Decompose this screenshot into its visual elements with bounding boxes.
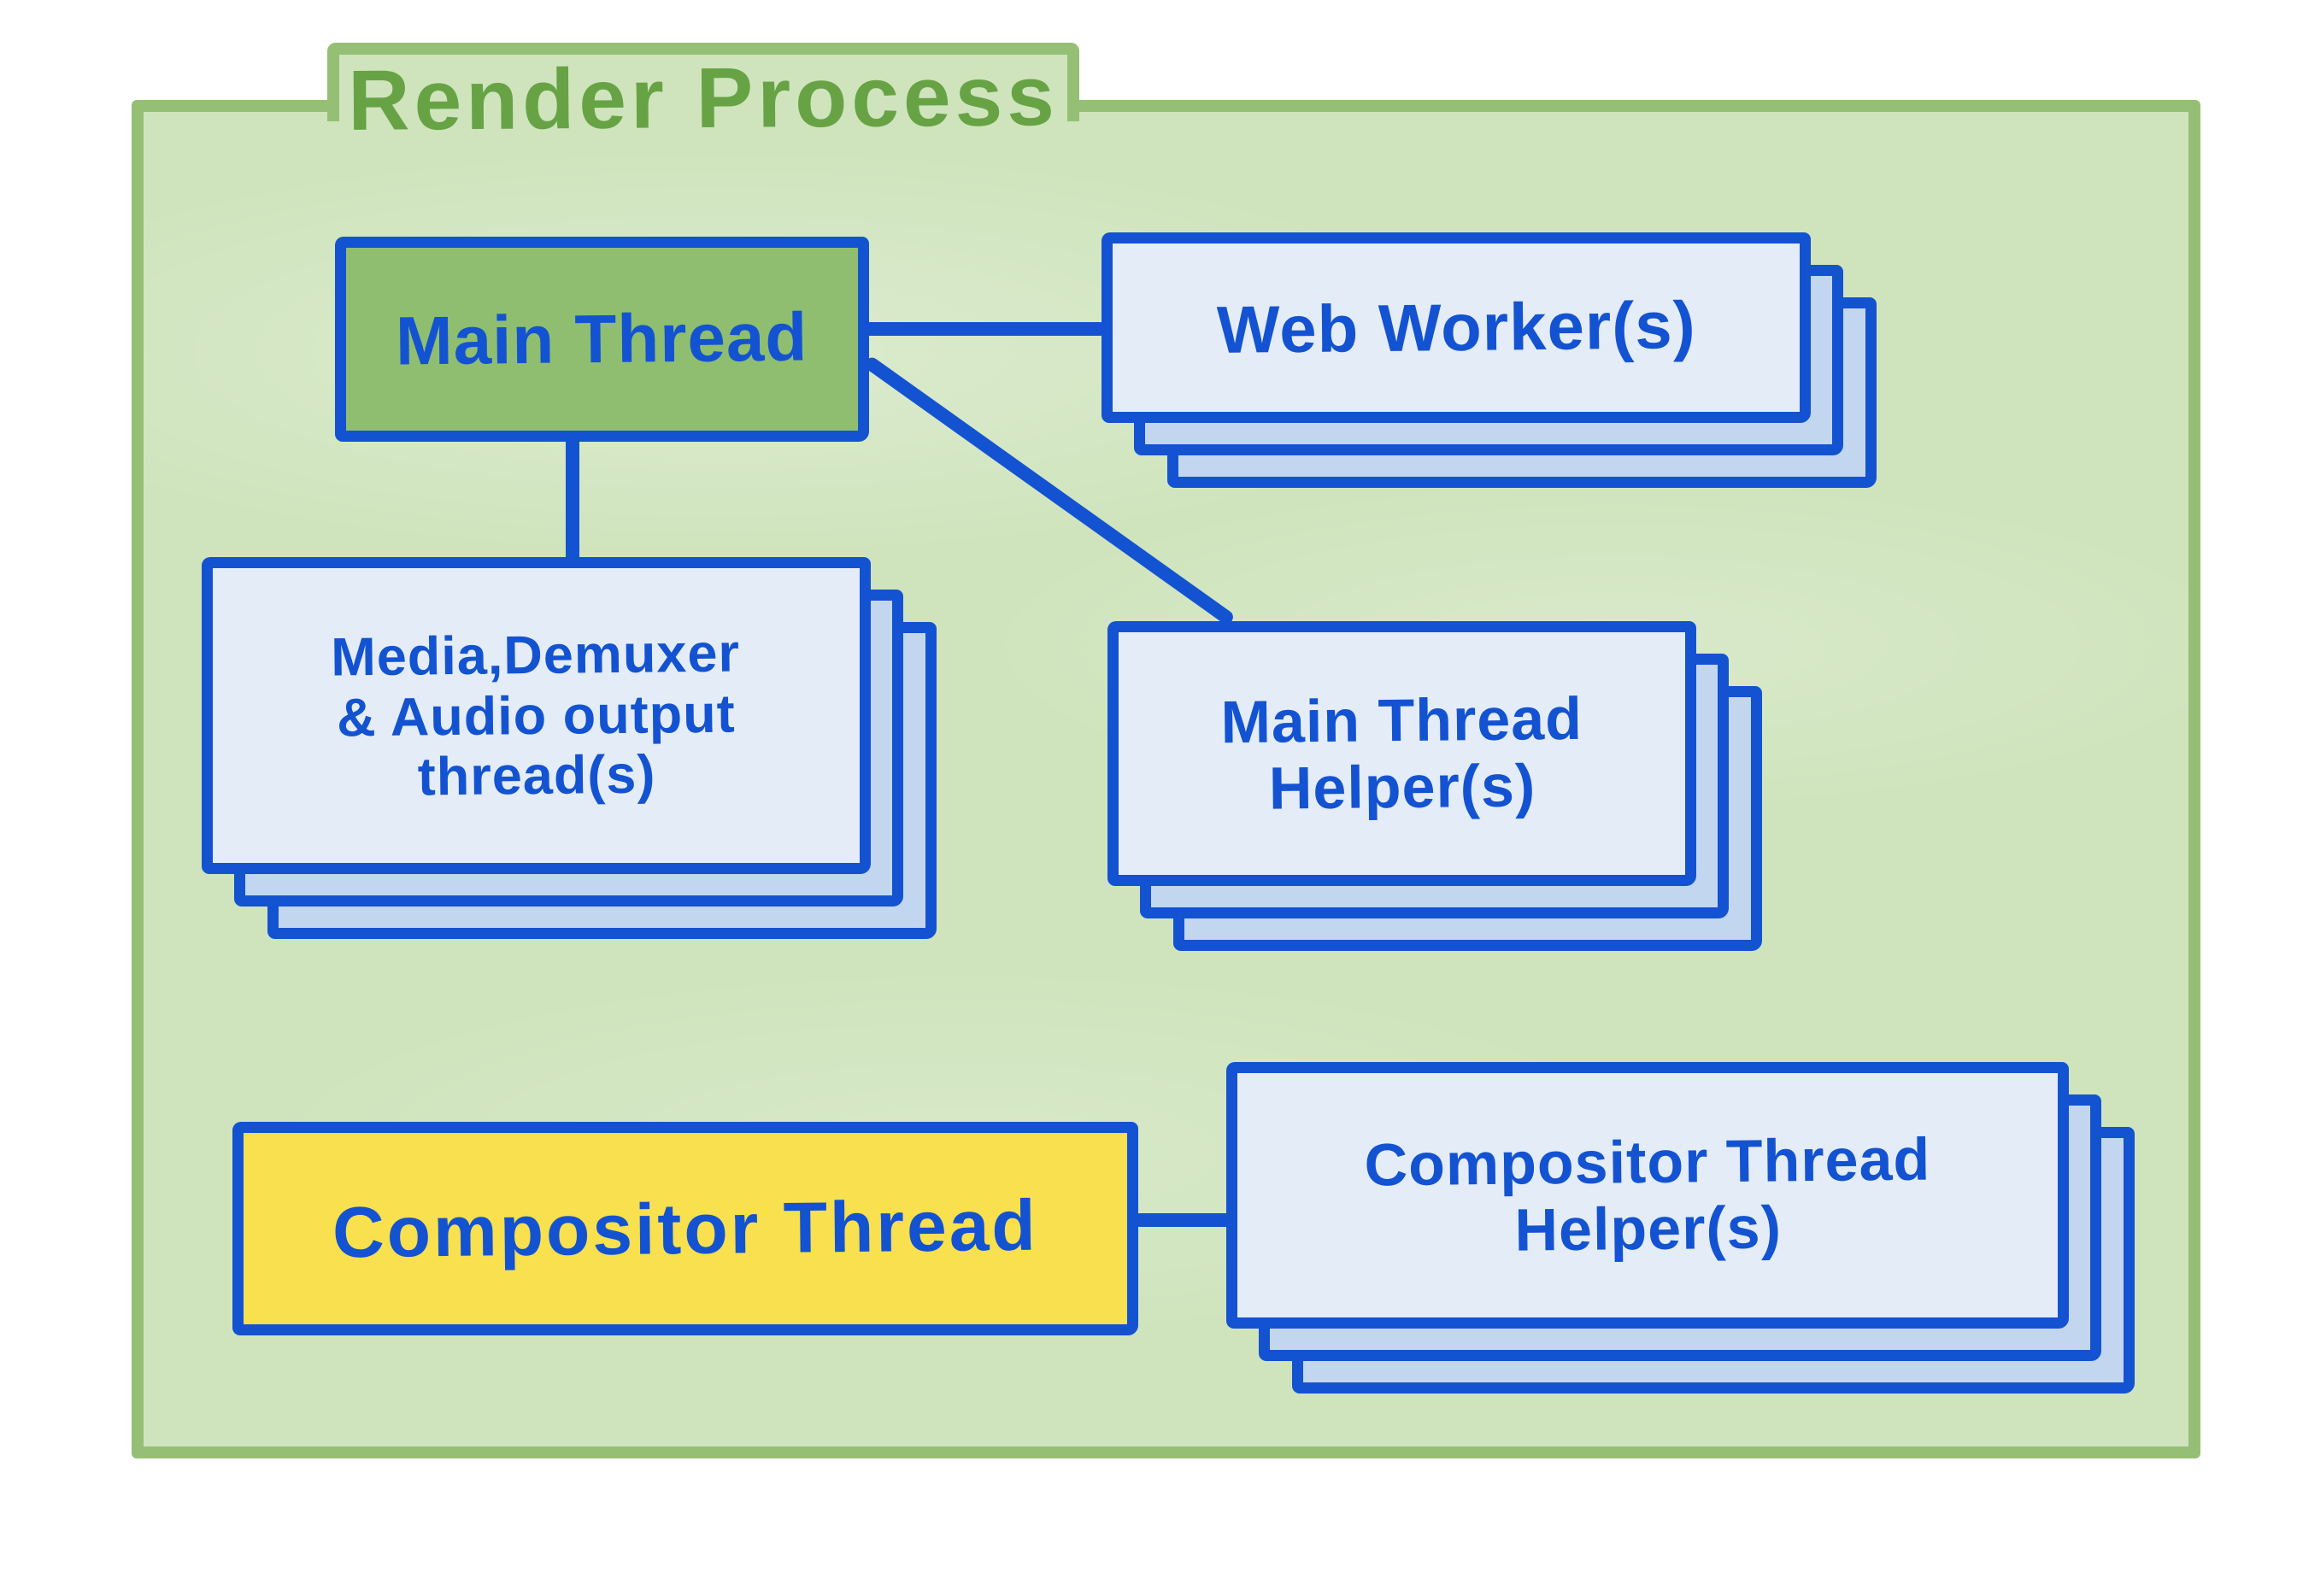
main-thread-helpers-label: Main Thread Helper(s) [1220,684,1583,822]
compositor-helpers-label: Compositor Thread Helper(s) [1363,1125,1931,1264]
node-media-threads: Media,Demuxer & Audio output thread(s) [202,557,937,939]
compositor-thread-box: Compositor Thread [232,1122,1138,1335]
web-workers-label: Web Worker(s) [1216,286,1696,367]
node-main-thread: Main Thread [335,237,869,442]
media-threads-label: Media,Demuxer & Audio output thread(s) [331,623,741,807]
web-workers-box: Web Worker(s) [1102,232,1811,423]
compositor-helpers-box: Compositor Thread Helper(s) [1226,1062,2069,1329]
connector-main-thread-to-media-threads [566,434,579,564]
compositor-thread-label: Compositor Thread [332,1184,1039,1273]
connector-main-thread-to-web-workers [863,322,1107,336]
node-web-workers: Web Worker(s) [1102,232,1877,488]
node-compositor-thread: Compositor Thread [232,1122,1138,1335]
render-process-title: Render Process [347,48,1060,149]
main-thread-label: Main Thread [395,298,809,379]
main-thread-box: Main Thread [335,237,869,442]
media-threads-box: Media,Demuxer & Audio output thread(s) [202,557,871,874]
node-compositor-helpers: Compositor Thread Helper(s) [1226,1062,2135,1394]
main-thread-helpers-box: Main Thread Helper(s) [1107,621,1696,886]
render-process-folder-tab [327,43,1079,121]
connector-compositor-thread-to-compositor-helpers [1133,1213,1232,1227]
node-main-thread-helpers: Main Thread Helper(s) [1107,621,1762,951]
